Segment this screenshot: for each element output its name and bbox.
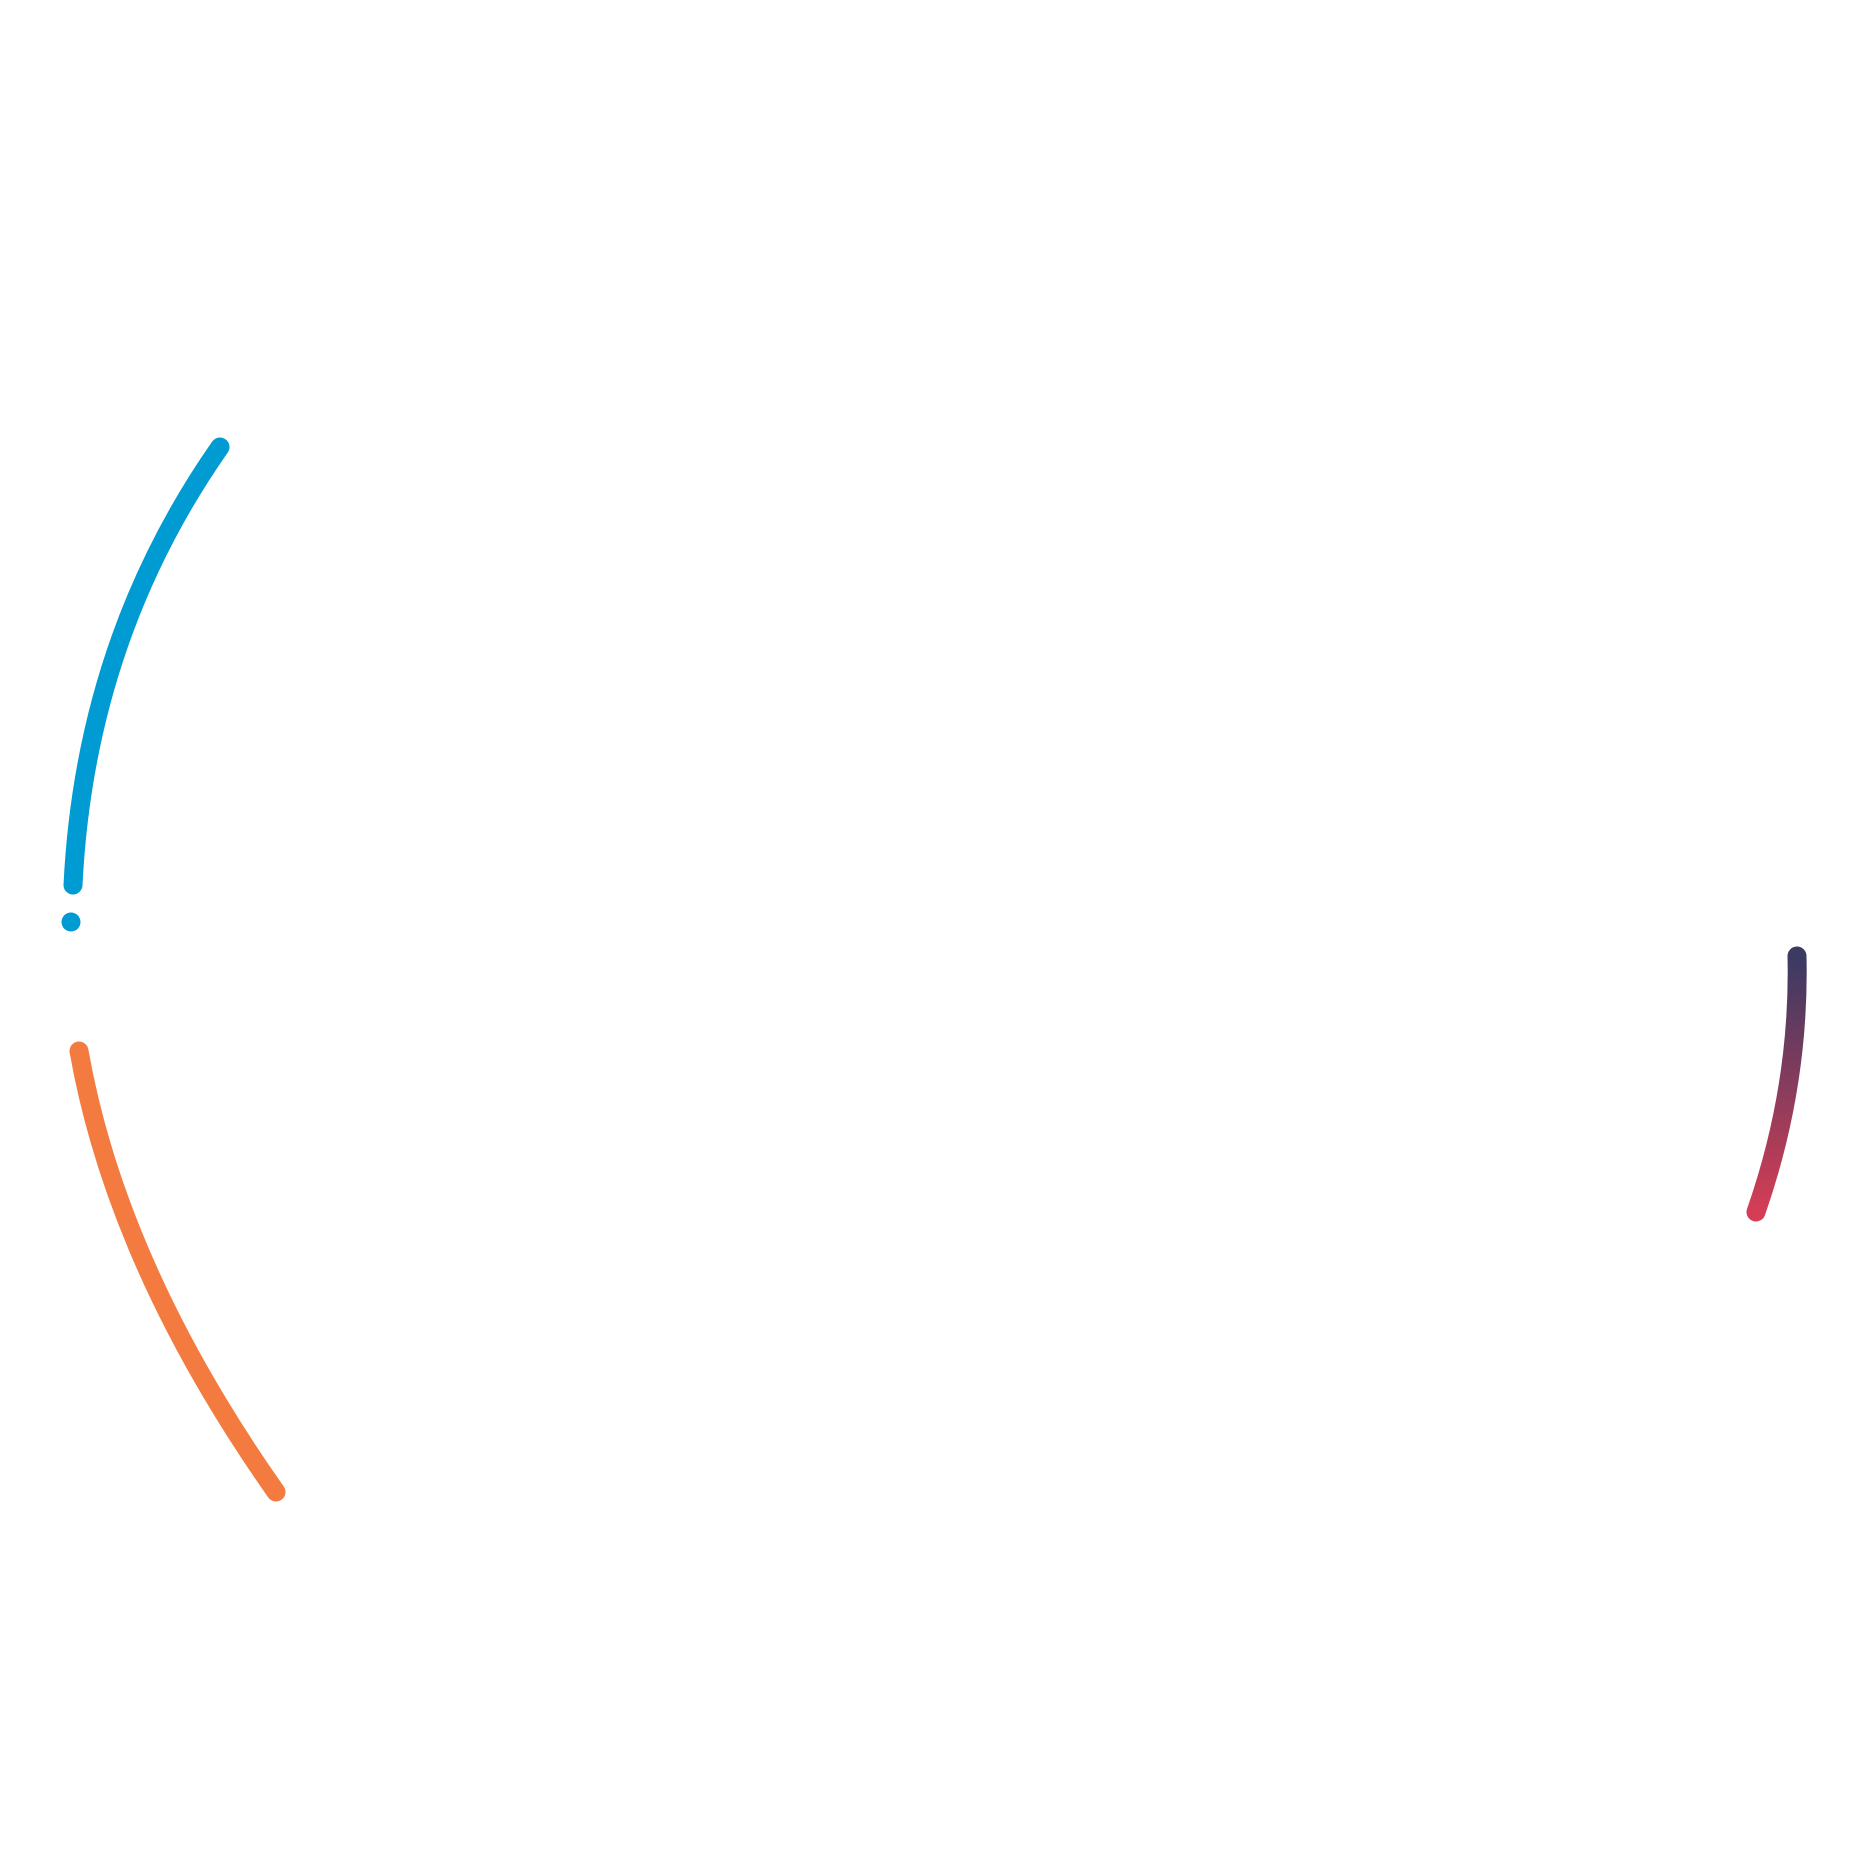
right-arc <box>1746 946 1807 1222</box>
left-lower-arc <box>69 1041 286 1502</box>
left-dot <box>61 912 81 932</box>
left-upper-arc <box>63 437 230 895</box>
